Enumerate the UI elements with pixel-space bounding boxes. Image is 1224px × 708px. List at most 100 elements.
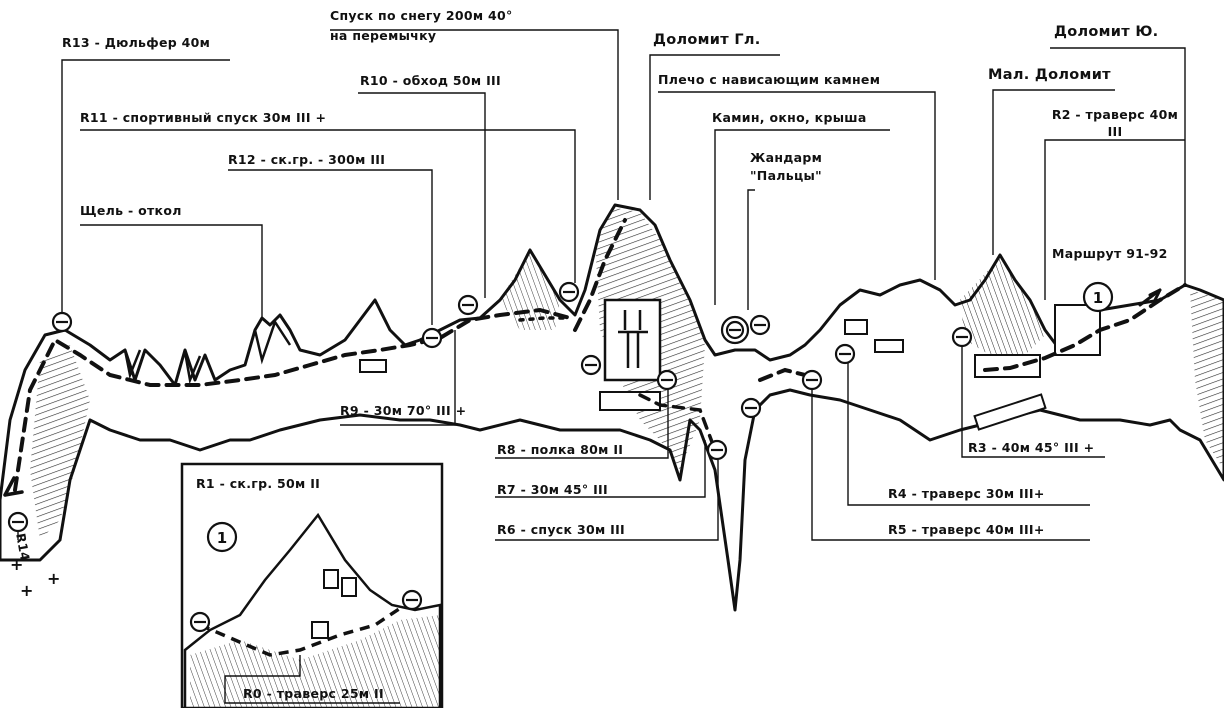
leader-r4 (847, 358, 1090, 506)
label-r3: R3 - 40м 45° III + (968, 440, 1095, 455)
label-r13: R13 - Дюльфер 40м (62, 35, 211, 50)
label-r11: R11 - спортивный спуск 30м III + (80, 110, 327, 125)
route-arrow-left (3, 476, 24, 497)
snow-mark: + (20, 581, 33, 600)
label-r10: R10 - обход 50м III (360, 73, 501, 88)
leader-r8 (495, 385, 669, 459)
route-dashed-main-2 (573, 218, 1187, 382)
label-r2-line1: R2 - траверс 40м (1051, 107, 1179, 122)
label-r12: R12 - ск.гр. - 300м III (228, 152, 386, 167)
inset-label-r0: R0 - траверс 25м II (243, 686, 384, 701)
belay-marker (720, 315, 750, 345)
inset-label-r1: R1 - ск.гр. 50м II (196, 476, 321, 491)
label-shoulder: Плечо с нависающим камнем (658, 72, 881, 87)
ridge-silhouette (0, 203, 1224, 612)
label-gendarme-2: "Пальцы" (750, 168, 822, 183)
inset-start-detail: 1 (180, 462, 444, 708)
label-gendarme-1: Жандарм (750, 150, 823, 165)
route-arrow-right (1138, 288, 1162, 307)
ledge-box-3 (844, 319, 868, 335)
belay-marker (421, 327, 443, 349)
rock-hatching-right (960, 258, 1045, 360)
belay-marker (801, 369, 823, 391)
route-dashed-descent (638, 393, 717, 452)
belay-marker (740, 397, 762, 419)
ledge-box-1-sign (618, 310, 648, 368)
route-start-number: 1 (1093, 289, 1103, 307)
label-r8: R8 - полка 80м II (497, 442, 624, 457)
leader-crack (80, 224, 263, 318)
leader-r2 (1044, 139, 1185, 300)
belay-marker (749, 314, 771, 336)
leader-chimney (714, 129, 890, 305)
leader-r6 (495, 460, 719, 541)
route-dotted-gendarme (518, 316, 570, 322)
label-r4: R4 - траверс 30м III+ (888, 486, 1045, 501)
leader-dolomit-main (649, 54, 780, 200)
leader-r7 (495, 440, 706, 498)
label-r2-line2: III (1107, 124, 1123, 139)
label-route-num: Маршрут 91-92 (1052, 246, 1168, 261)
leader-dolomit-small (992, 89, 1115, 255)
inset-route-dashed (199, 603, 406, 657)
peak-dolomit-small: Мал. Доломит (988, 67, 1111, 83)
belay-marker (558, 281, 580, 303)
snow-mark: + (47, 569, 60, 588)
ledge-box-8 (359, 359, 387, 373)
peak-dolomit-main: Доломит Гл. (653, 32, 761, 48)
label-r6: R6 - спуск 30м III (497, 522, 625, 537)
inset-box-b (341, 577, 357, 597)
rock-hatching-left (30, 345, 90, 540)
leader-r13 (61, 59, 230, 312)
belay-marker (656, 369, 678, 391)
leader-dolomit-south (1050, 47, 1186, 285)
inset-start-number: 1 (217, 529, 227, 547)
ledge-box-6 (1054, 304, 1101, 356)
inset-belay-left (189, 611, 211, 633)
belay-marker (457, 294, 479, 316)
label-r9: R9 - 30м 70° III + (340, 403, 467, 418)
peak-dolomit-south: Доломит Ю. (1054, 24, 1159, 40)
leader-r9 (340, 330, 456, 426)
belay-marker (706, 439, 728, 461)
route-path (3, 218, 1187, 497)
leader-descent-snow (330, 29, 619, 200)
route-start-marker: 1 (1082, 281, 1114, 313)
inset-start-marker: 1 (206, 521, 238, 553)
route-dashed-main (13, 307, 572, 492)
belay-marker (834, 343, 856, 365)
ledge-box-2 (599, 391, 661, 411)
belay-marker (580, 354, 602, 376)
label-descent-snow-1: Спуск по снегу 200м 40° (330, 8, 513, 23)
rock-hatching-far-right (1190, 290, 1224, 470)
label-descent-snow-2: на перемычку (330, 28, 437, 43)
ledge-box-5 (974, 354, 1041, 378)
belay-marker (951, 326, 973, 348)
leader-r12 (228, 169, 433, 325)
belay-marker (7, 511, 29, 533)
inset-box-a (323, 569, 339, 589)
label-crack: Щель - откол (80, 203, 182, 218)
leader-lines (17, 29, 1186, 541)
belay-marker (51, 311, 73, 333)
inset-belay-right (401, 589, 423, 611)
leader-r11 (80, 129, 576, 283)
inset-rock-hatch (190, 615, 440, 708)
leader-gendarme (747, 189, 755, 310)
ledge-box-4 (874, 339, 904, 353)
label-r5: R5 - траверс 40м III+ (888, 522, 1045, 537)
leader-shoulder (658, 91, 936, 280)
belay-markers (7, 281, 973, 533)
inset-box-c (311, 621, 329, 639)
leader-r10 (358, 92, 486, 298)
leader-r5 (811, 385, 1090, 541)
label-chimney: Камин, окно, крыша (712, 110, 867, 125)
leader-r3 (961, 345, 1105, 458)
label-r7: R7 - 30м 45° III (497, 482, 608, 497)
rock-pinnacles (123, 319, 292, 385)
inset-leader-r0 (224, 655, 400, 704)
ledge-box-7 (973, 393, 1047, 431)
ledge-box-1 (603, 298, 662, 382)
snow-mark: + (10, 555, 23, 574)
